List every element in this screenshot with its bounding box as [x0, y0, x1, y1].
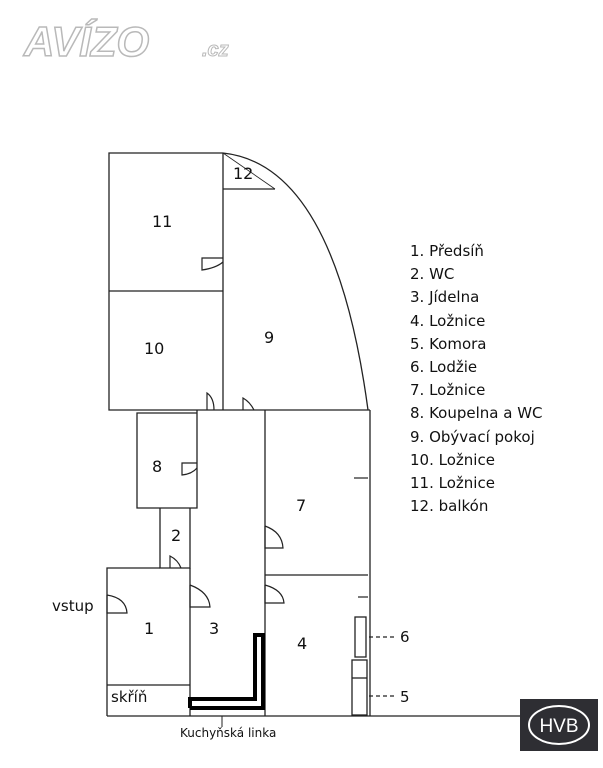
avizo-logo: AVÍZO .cz	[22, 17, 262, 68]
kitchen-counter	[188, 633, 265, 710]
legend-item: 5. Komora	[410, 334, 487, 353]
door-2	[169, 555, 182, 569]
door-11	[201, 257, 224, 271]
walls	[106, 152, 520, 717]
door-4	[264, 584, 285, 604]
room-legend: 1. Předsíň 2. WC 3. Jídelna 4. Ložnice 5…	[410, 240, 600, 518]
balcony-curve	[222, 152, 369, 411]
wall-upper-outline	[108, 152, 370, 411]
avizo-logo-graphic: AVÍZO .cz	[22, 17, 229, 66]
room-label-2: 2	[171, 526, 181, 545]
legend-item: 6. Lodžie	[410, 357, 478, 376]
pantry-strip	[351, 659, 368, 716]
door-8	[181, 462, 198, 476]
room-label-3: 3	[209, 619, 219, 638]
door-9	[242, 396, 255, 411]
wall-wc	[159, 508, 191, 569]
hvb-logo-text: HVB	[539, 716, 578, 737]
legend-item: 7. Ložnice	[410, 381, 486, 400]
legend-item: 12. balkón	[410, 497, 489, 516]
room-label-10: 10	[144, 339, 164, 358]
legend-item: 1. Předsíň	[410, 242, 484, 260]
room-label-7: 7	[296, 496, 306, 515]
legend-item: 2. WC	[410, 265, 455, 284]
room-label-9: 9	[264, 328, 274, 347]
kitchen-label: Kuchyňská linka	[180, 726, 276, 740]
door-entrance	[106, 594, 128, 614]
hvb-logo: HVB	[520, 699, 598, 751]
doors	[106, 257, 368, 614]
room-label-8: 8	[152, 457, 162, 476]
avizo-logo-suffix: .cz	[202, 39, 229, 61]
legend-item: 3. Jídelna	[410, 288, 480, 307]
loggia-strip	[354, 616, 367, 658]
marker-5-label: 5	[400, 688, 410, 706]
door-7	[264, 525, 284, 549]
legend-item: 11. Ložnice	[410, 473, 495, 492]
avizo-logo-text: AVÍZO	[23, 18, 149, 65]
legend-item: 10. Ložnice	[410, 450, 495, 469]
wardrobe-label: skříň	[111, 688, 147, 706]
legend-item: 9. Obývací pokoj	[410, 427, 535, 446]
room-label-4: 4	[297, 634, 307, 653]
legend-item: 4. Ložnice	[410, 311, 486, 330]
room-label-11: 11	[152, 212, 172, 231]
wall-bathroom	[136, 410, 198, 509]
door-10	[206, 391, 215, 411]
legend-item: 8. Koupelna a WC	[410, 404, 543, 423]
balcony-edge	[222, 152, 276, 190]
marker-6-label: 6	[400, 628, 410, 646]
room-label-1: 1	[144, 619, 154, 638]
hvb-logo-graphic: HVB	[520, 699, 598, 751]
room-label-12: 12	[233, 164, 253, 183]
entrance-label: vstup	[52, 597, 94, 615]
door-3	[189, 584, 211, 608]
wall-hall	[106, 567, 160, 716]
